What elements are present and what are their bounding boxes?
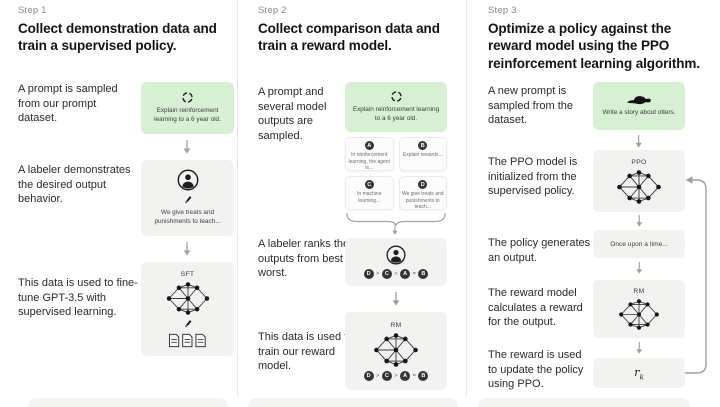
prompt-text: Write a story about otters. bbox=[602, 109, 676, 117]
otter-icon bbox=[626, 94, 652, 106]
step-3-caption-prompt: A new prompt is sampled from the dataset… bbox=[488, 85, 573, 127]
output-text: In machine learning... bbox=[357, 191, 382, 204]
output-text: We give treats and punishments to teach.… bbox=[401, 191, 444, 210]
arrow-down-icon bbox=[182, 242, 192, 256]
bottom-card-peek bbox=[28, 398, 228, 407]
documents-icon bbox=[168, 333, 208, 348]
step-1-heading: Collect demonstration data and train a s… bbox=[18, 21, 217, 54]
step-1-caption-finetune: This data is used to fine-tune GPT-3.5 w… bbox=[18, 277, 138, 319]
neural-network-icon bbox=[373, 332, 419, 367]
neural-network-icon bbox=[166, 281, 210, 315]
rank-item: A bbox=[400, 370, 411, 381]
rm-label: RM bbox=[390, 321, 402, 329]
column-divider bbox=[237, 0, 238, 397]
step-3-caption-init: The PPO model is initialized from the su… bbox=[488, 156, 578, 198]
step-2-heading: Collect comparison data and train a rewa… bbox=[258, 21, 440, 54]
arrow-down-icon bbox=[634, 262, 644, 274]
arrow-down-icon bbox=[391, 224, 399, 235]
arrow-down-icon bbox=[634, 215, 644, 227]
labeler-person-icon bbox=[177, 169, 199, 191]
rank-item: D bbox=[363, 370, 374, 381]
rank-item: C bbox=[381, 370, 392, 381]
refresh-cycle-icon bbox=[181, 91, 194, 104]
policy-output-text: Once upon a time... bbox=[610, 240, 668, 248]
step-1-caption-labeler: A labeler demonstrates the desired outpu… bbox=[18, 164, 131, 206]
prompt-box-step3: Write a story about otters. bbox=[593, 82, 685, 130]
step-3-label: Step 3 bbox=[488, 5, 517, 16]
rank-separator: > bbox=[394, 372, 398, 379]
output-text: Explain rewards... bbox=[402, 152, 443, 158]
prompt-text: Explain reinforcement learning to a 6 ye… bbox=[154, 107, 221, 123]
step-3-caption-update: The reward is used to update the policy … bbox=[488, 349, 584, 391]
step-1-label: Step 1 bbox=[18, 5, 47, 16]
sft-label: SFT bbox=[180, 270, 195, 278]
neural-network-icon bbox=[616, 169, 662, 204]
curly-brace-icon bbox=[345, 212, 447, 226]
output-text: In reinforcement learning, the agent is.… bbox=[348, 152, 390, 171]
ranking-row: D > C > A = B bbox=[363, 269, 429, 279]
refresh-cycle-icon bbox=[390, 90, 403, 103]
ppo-model-box: PPO bbox=[593, 150, 685, 212]
prompt-box-step2: Explain reinforcement learning to a 6 ye… bbox=[345, 82, 447, 132]
sft-model-box: SFT bbox=[141, 262, 234, 356]
prompt-box-step1: Explain reinforcement learning to a 6 ye… bbox=[141, 82, 234, 134]
output-letter-badge: B bbox=[418, 141, 428, 150]
rank-separator: > bbox=[376, 372, 380, 379]
step-1-caption-prompt: A prompt is sampled from our prompt data… bbox=[18, 83, 118, 125]
bottom-card-peek bbox=[478, 398, 690, 407]
output-letter-badge: C bbox=[364, 180, 374, 189]
step-2-caption-rank: A labeler ranks the outputs from best to… bbox=[258, 238, 356, 280]
step-2-label: Step 2 bbox=[258, 5, 287, 16]
output-letter-badge: D bbox=[418, 180, 428, 189]
step-2-caption-train: This data is used to train our reward mo… bbox=[258, 331, 354, 373]
reward-model-box: RM D > C > A = B bbox=[345, 312, 447, 390]
prompt-text: Explain reinforcement learning to a 6 ye… bbox=[352, 106, 440, 122]
arrow-down-icon bbox=[182, 140, 192, 154]
arrow-down-icon bbox=[634, 342, 644, 354]
ranking-row: D > C > A = B bbox=[363, 370, 429, 381]
arrow-down-icon bbox=[391, 292, 401, 306]
rank-separator: = bbox=[412, 271, 416, 277]
arrow-down-icon bbox=[634, 135, 644, 148]
output-card-a: A In reinforcement learning, the agent i… bbox=[345, 137, 394, 171]
rank-item: D bbox=[363, 269, 374, 279]
step-2-caption-prompt: A prompt and several model outputs are s… bbox=[258, 86, 327, 142]
bottom-card-peek bbox=[248, 398, 458, 407]
pencil-icon bbox=[183, 195, 193, 205]
rank-item: A bbox=[400, 269, 411, 279]
reward-model-box-step3: RM bbox=[593, 280, 685, 338]
step-3-caption-generate: The policy generates an output. bbox=[488, 237, 591, 264]
rm-label: RM bbox=[633, 288, 645, 295]
policy-output-box: Once upon a time... bbox=[593, 230, 685, 258]
reward-symbol: rk bbox=[634, 364, 644, 382]
column-divider bbox=[466, 0, 467, 397]
step-3-heading: Optimize a policy against the reward mod… bbox=[488, 21, 700, 71]
labeler-rank-box: D > C > A = B bbox=[345, 238, 447, 286]
feedback-loop-arrow bbox=[685, 176, 707, 374]
output-card-c: C In machine learning... bbox=[345, 176, 394, 210]
ppo-label: PPO bbox=[631, 158, 647, 166]
rank-separator: > bbox=[376, 271, 380, 277]
neural-network-icon bbox=[618, 299, 660, 330]
pencil-icon bbox=[183, 319, 193, 329]
output-card-d: D We give treats and punishments to teac… bbox=[398, 176, 447, 210]
output-letter-badge: A bbox=[364, 141, 374, 150]
demonstration-text: We give treats and punishments to teach.… bbox=[154, 209, 221, 225]
reward-scalar-box: rk bbox=[593, 358, 685, 388]
output-card-b: B Explain rewards... bbox=[398, 137, 447, 171]
rank-item: C bbox=[381, 269, 392, 279]
step-3-caption-reward: The reward model calculates a reward for… bbox=[488, 287, 583, 329]
model-outputs-grid: A In reinforcement learning, the agent i… bbox=[345, 137, 447, 210]
labeler-person-icon bbox=[386, 245, 406, 265]
rank-separator: = bbox=[412, 372, 416, 379]
rank-item: B bbox=[418, 269, 429, 279]
rank-separator: > bbox=[394, 271, 398, 277]
rank-item: B bbox=[418, 370, 429, 381]
labeler-box-step1: We give treats and punishments to teach.… bbox=[141, 160, 234, 236]
